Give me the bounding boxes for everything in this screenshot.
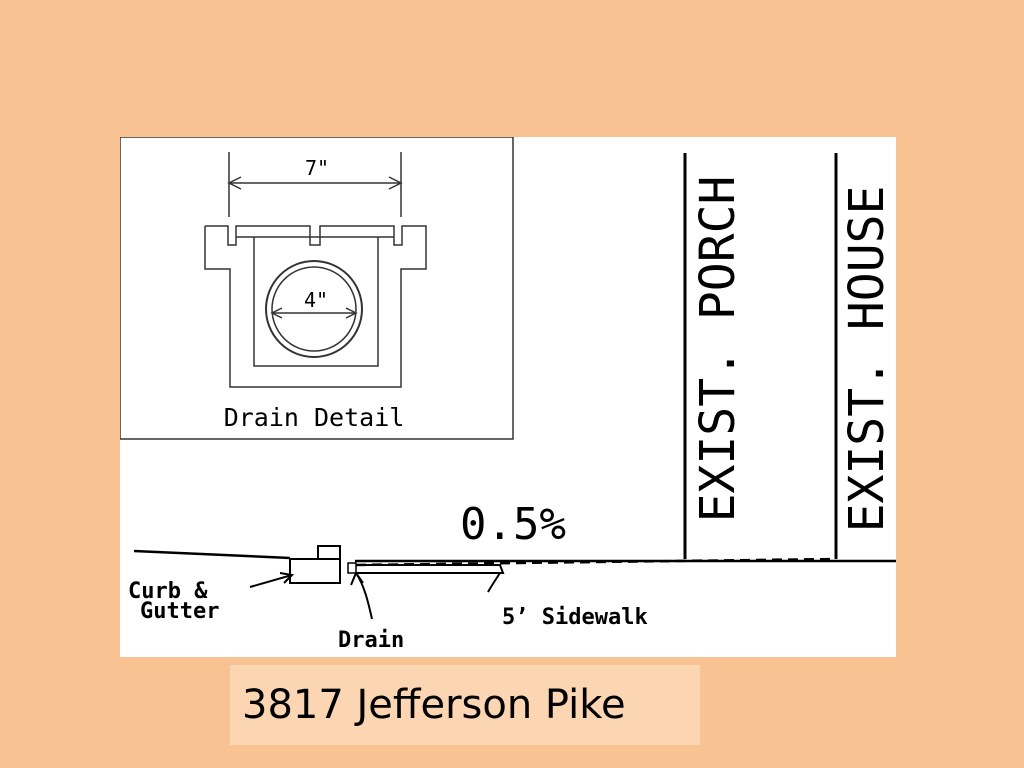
detail-title: Drain Detail xyxy=(224,403,405,432)
address-caption: 3817 Jefferson Pike xyxy=(230,665,700,745)
drain-symbol xyxy=(347,562,357,574)
porch-label: EXIST. PORCH xyxy=(690,176,746,523)
ground-profile xyxy=(133,549,896,567)
leaders xyxy=(249,570,501,620)
sidewalk-label: 5’ Sidewalk xyxy=(502,605,648,630)
drain-label: Drain xyxy=(338,628,404,653)
curb-label-line1: Curb & xyxy=(128,579,208,604)
pipe xyxy=(265,260,363,358)
site-section-drawing: 7" 4" Drain Detail EXIST. PORCH EXIST. H… xyxy=(120,137,896,657)
sidewalk-slab xyxy=(356,564,505,574)
drawing-canvas: 7" 4" Drain Detail EXIST. PORCH EXIST. H… xyxy=(120,137,896,653)
drain-detail-frame xyxy=(120,137,514,440)
width-dimension-label: 7" xyxy=(305,156,329,180)
pipe-dimension-label: 4" xyxy=(304,288,328,312)
slope-label: 0.5% xyxy=(460,499,566,550)
curb-label-line2: Gutter xyxy=(140,599,219,624)
house-label: EXIST. HOUSE xyxy=(839,186,895,533)
curb-and-gutter xyxy=(289,545,341,584)
drain-channel xyxy=(204,225,427,388)
width-dimension xyxy=(227,152,403,217)
